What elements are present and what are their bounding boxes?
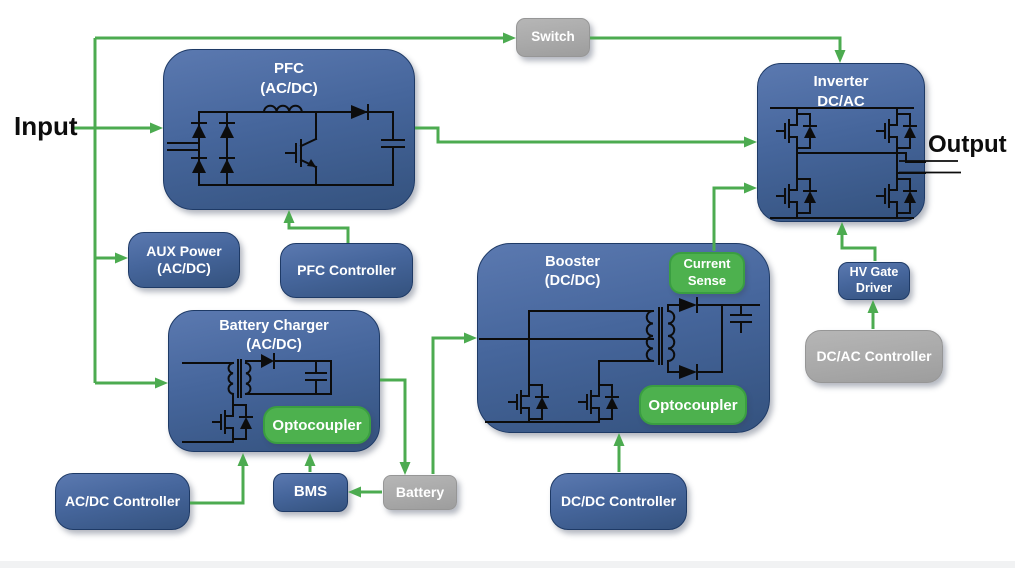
- arrowhead-into-inverter-bottom: [836, 222, 848, 235]
- switch-block: Switch: [516, 18, 590, 57]
- arrowhead-into-inverter-lower-left: [744, 182, 757, 194]
- arrowhead-into-booster: [464, 332, 477, 344]
- wire-bms-to-charger: [304, 453, 316, 472]
- arrowhead-into-battery-charger: [155, 377, 168, 389]
- wire-pfc-controller-to-pfc: [283, 210, 350, 243]
- wire-switch-to-inverter: [590, 36, 846, 63]
- aux-power-title: AUX Power (AC/DC): [146, 242, 222, 277]
- wire-booster-to-inverter: [712, 182, 757, 251]
- pfc-block: PFC (AC/DC): [163, 49, 415, 210]
- output-label: Output: [928, 131, 1007, 158]
- wire-battery-to-booster: [431, 332, 477, 474]
- arrowhead-into-battery: [399, 462, 411, 475]
- booster-circuit-schematic: [479, 297, 760, 423]
- battery-charger-circuit-schematic: [182, 353, 332, 443]
- arrowhead-into-booster-bottom: [613, 433, 625, 446]
- wire-charger-to-battery: [380, 378, 411, 475]
- arrowhead-into-inverter-left: [744, 136, 757, 148]
- arrowhead-into-switch: [503, 32, 516, 44]
- current-sense-badge: Current Sense: [669, 252, 745, 294]
- pfc-controller-block: PFC Controller: [280, 243, 413, 298]
- booster-title: Booster (DC/DC): [544, 254, 601, 290]
- arrowhead-into-charger-bottom: [237, 453, 249, 466]
- dc-ac-controller-block: DC/AC Controller: [805, 330, 943, 383]
- battery-charger-block: Battery Charger (AC/DC) Optocoupler: [168, 310, 380, 452]
- booster-optocoupler-badge: Optocoupler: [639, 385, 747, 425]
- charger-optocoupler-badge: Optocoupler: [263, 406, 371, 444]
- wire-to-battery-charger: [95, 377, 168, 389]
- wire-input-to-pfc: [72, 122, 163, 134]
- dc-dc-controller-block: DC/DC Controller: [550, 473, 687, 530]
- hv-gate-driver-block: HV Gate Driver: [838, 262, 910, 300]
- aux-power-block: AUX Power (AC/DC): [128, 232, 240, 288]
- wire-dcdc-controller-to-booster: [613, 433, 625, 472]
- pfc-title: PFC (AC/DC): [260, 60, 318, 97]
- wire-acdc-controller-to-charger: [190, 453, 249, 505]
- inverter-block: Inverter DC/AC: [757, 63, 926, 222]
- arrowhead-into-pfc: [150, 122, 163, 134]
- arrowhead-into-optocoupler: [304, 453, 316, 466]
- wire-top-to-switch: [95, 32, 516, 44]
- bms-block: BMS: [273, 473, 348, 512]
- wire-hv-gate-driver-to-inverter: [836, 222, 877, 261]
- battery-charger-title: Battery Charger (AC/DC): [219, 318, 329, 354]
- wire-dcac-controller-to-hv-gate-driver: [867, 300, 879, 329]
- battery-block: Battery: [383, 475, 457, 510]
- bottom-strip: [0, 561, 1015, 568]
- inverter-title: Inverter DC/AC: [813, 73, 869, 110]
- arrowhead-into-aux-power: [115, 252, 128, 264]
- input-label: Input: [14, 111, 78, 141]
- arrowhead-into-pfc-bottom: [283, 210, 295, 223]
- booster-block: Booster (DC/DC) Current Sense Optocouple…: [477, 243, 770, 433]
- wire-to-aux-power: [95, 252, 128, 264]
- inverter-circuit-schematic: [770, 107, 926, 219]
- arrowhead-into-bms: [348, 486, 361, 498]
- wire-battery-to-bms: [348, 486, 382, 498]
- ac-dc-controller-block: AC/DC Controller: [55, 473, 190, 530]
- hv-gate-driver-title: HV Gate Driver: [849, 265, 899, 295]
- pfc-circuit-schematic: [167, 104, 405, 186]
- wire-pfc-to-inverter: [415, 126, 757, 148]
- arrowhead-into-hv-gate-driver: [867, 300, 879, 313]
- arrowhead-into-inverter-top: [834, 50, 846, 63]
